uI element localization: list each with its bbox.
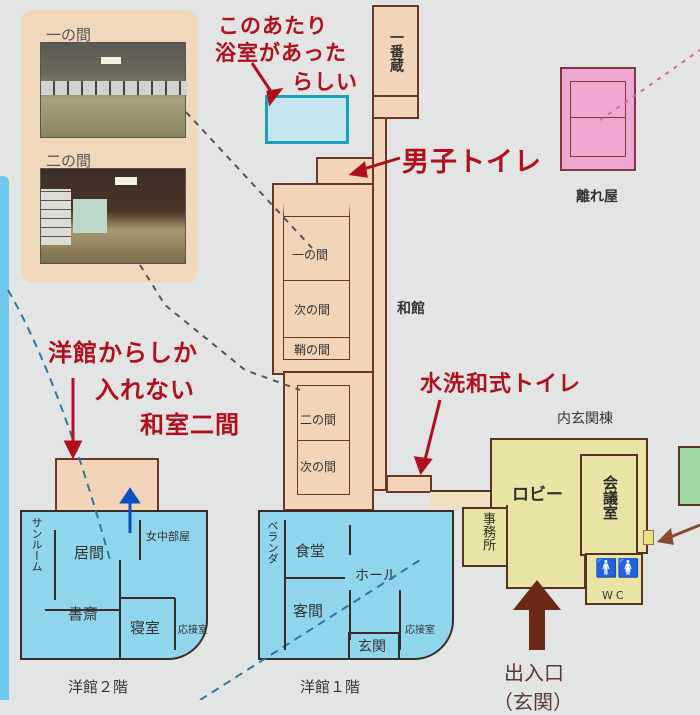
room-dining: 食堂: [295, 542, 326, 560]
room-sayanoma: [283, 337, 350, 360]
wc-label: WC: [602, 589, 627, 602]
flush-toilet-note: 水洗和式トイレ: [420, 372, 582, 397]
room-tsuginoma-1-label: 次の間: [294, 303, 331, 317]
entrance-arrow-icon: [513, 580, 561, 610]
room-ninoma: [297, 385, 350, 441]
yokan-2f-title: 洋館２階: [68, 678, 129, 696]
photo-panel: 一の間 二の間: [22, 10, 197, 283]
hanare-label: 離れ屋: [576, 189, 618, 205]
meeting-room: [580, 454, 638, 556]
green-building: [678, 446, 700, 506]
room-ninoma-label: 二の間: [300, 413, 337, 427]
mens-toilet-note: 男子トイレ: [402, 147, 542, 178]
lobby-label: ロビー: [512, 485, 563, 505]
photo2-leader-line: [139, 264, 301, 391]
yokan-walls: [45, 520, 401, 660]
room-maid: 女中部屋: [146, 530, 190, 543]
photo-label-ichinoma: 一の間: [46, 26, 92, 44]
office-label: 事務所: [480, 512, 495, 551]
yokan-2f: [20, 510, 208, 660]
bath-note-line1: このあたり: [218, 14, 328, 38]
entrance-arrow-shaft: [529, 608, 545, 650]
blue-dashed-path: [7, 289, 111, 561]
room-living: 居間: [74, 544, 105, 562]
flush-toilet-room: [386, 475, 432, 493]
left-edge-building: [0, 176, 9, 700]
uchigenkan-label: 内玄関棟: [557, 411, 613, 427]
western-only-line1: 洋館からしか: [48, 339, 198, 367]
hanare-building: [560, 67, 636, 171]
room-sayanoma-label: 鞘の間: [294, 343, 331, 357]
room-guest: 客間: [293, 602, 324, 620]
blue-dashed-path-2: [199, 559, 421, 700]
meeting-room-label: 会議室: [601, 475, 619, 520]
room-entrance: [348, 632, 400, 660]
western-only-line3: 和室二間: [140, 411, 240, 439]
room-sunroom: サンルーム: [30, 517, 43, 572]
room-veranda: ベランダ: [266, 520, 279, 564]
western-only-line2: 入れない: [95, 376, 195, 404]
photo-label-ninoma: 二の間: [46, 152, 92, 170]
pink-dashed-path: [599, 49, 700, 121]
room-ichinoma-label: 一の間: [292, 248, 329, 262]
bath-note-line3: らしい: [292, 70, 358, 94]
room-bedroom: 寝室: [130, 619, 161, 637]
annotation-lines: [7, 49, 700, 700]
room-entrance-label: 玄関: [358, 639, 386, 655]
office: [462, 507, 508, 567]
kura-label: 一番蔵: [388, 30, 404, 72]
small-marker: [643, 530, 654, 545]
room-tsuginoma-2-label: 次の間: [300, 460, 337, 474]
red-arrows: [63, 62, 442, 476]
room-ichinoma: [283, 203, 350, 281]
entrance-label: 出入口: [504, 661, 564, 685]
bath-note-line2: 浴室があった: [215, 41, 347, 65]
photo-ninoma: [40, 168, 186, 264]
former-bath-area: [265, 95, 349, 144]
room-reception-1f: 応接室: [405, 625, 435, 636]
connector-passage: [430, 490, 494, 509]
room-tsuginoma-2: [297, 440, 350, 495]
wakan-label: 和館: [397, 301, 425, 317]
room-reception-2f: 応接室: [178, 625, 208, 636]
kura-passage: [372, 95, 419, 119]
wc-room: [585, 553, 643, 605]
photo-ichinoma: [40, 42, 187, 138]
brown-pointer-arrow-icon: [656, 523, 700, 545]
room-hall: ホール: [355, 568, 397, 584]
photo1-leader-line: [185, 111, 313, 249]
blue-up-arrow-icon: [119, 487, 141, 533]
toilet-icon: 🚹🚺: [595, 558, 640, 579]
yokan-1f-title: 洋館１階: [300, 678, 361, 696]
